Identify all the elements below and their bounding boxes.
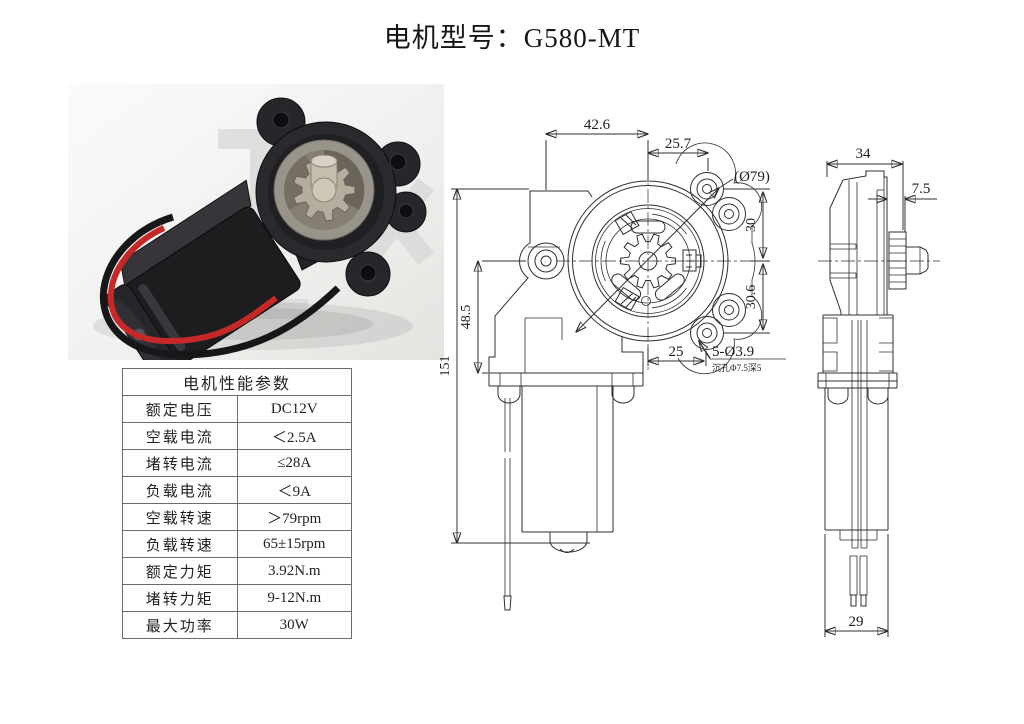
spec-table: 电机性能参数 额定电压 DC12V 空载电流 ＜2.5A 堵转电流 ≤28A 负… <box>122 368 352 639</box>
lead-wire-front <box>503 398 512 611</box>
side-view-drawing: 34 7.5 29 <box>817 146 940 637</box>
motor-wires <box>99 213 341 359</box>
spec-row: 空载电流 ＜2.5A <box>122 422 352 450</box>
spec-label: 堵转力矩 <box>122 584 238 612</box>
spec-label: 负载电流 <box>122 476 238 504</box>
spec-label: 最大功率 <box>122 611 238 639</box>
spec-table-title: 电机性能参数 <box>122 368 352 396</box>
dim-bottom-label: 25 <box>669 344 684 360</box>
spec-label: 空载电流 <box>122 422 238 450</box>
dim-width-top-label: 42.6 <box>584 117 611 133</box>
product-photo <box>68 84 444 360</box>
gearbox <box>255 97 427 297</box>
side-dimension-lines <box>825 164 937 631</box>
dim-holes-label: 5-Ø3.9 <box>712 344 754 360</box>
spec-value: ≤28A <box>236 449 352 477</box>
output-shaft <box>888 231 929 290</box>
spec-row: 堵转电流 ≤28A <box>122 449 352 477</box>
dim-upper-right-label: 30 <box>744 218 759 232</box>
dim-total-height-label: 151 <box>438 356 453 377</box>
spec-row: 负载电流 ＜9A <box>122 476 352 504</box>
spec-row: 负载转速 65±15rpm <box>122 530 352 558</box>
page-title: 电机型号：G580-MT <box>383 23 641 53</box>
side-dim-width-top-label: 34 <box>856 146 872 162</box>
spec-value: ＞79rpm <box>236 503 352 531</box>
spec-value: 30W <box>236 611 352 639</box>
side-dim-width-bottom-label: 29 <box>849 614 864 630</box>
connector-right <box>682 249 702 272</box>
dim-lower-right-label: 30.6 <box>744 285 759 310</box>
technical-drawing: 42.6 25.7 (Ø79) 30 30.6 25 5-Ø3.9 沉孔Φ7.5… <box>438 117 940 637</box>
spec-value: 65±15rpm <box>236 530 352 558</box>
spec-value: ＜2.5A <box>236 422 352 450</box>
front-extension-lines <box>451 140 770 544</box>
spec-row: 堵转力矩 9-12N.m <box>122 584 352 612</box>
red-wire <box>107 225 278 345</box>
spec-value: 3.92N.m <box>236 557 352 585</box>
spec-value: DC12V <box>236 395 352 423</box>
spec-label: 额定电压 <box>122 395 238 423</box>
dim-offset-top-label: 25.7 <box>665 136 692 152</box>
spec-row: 空载转速 ＞79rpm <box>122 503 352 531</box>
dim-bolt-circle-label: (Ø79) <box>734 169 770 185</box>
spec-label: 负载转速 <box>122 530 238 558</box>
dim-bracket-height-label: 48.5 <box>459 305 474 330</box>
spec-value: 9-12N.m <box>236 584 352 612</box>
dim-holes-note-label: 沉孔Φ7.5深5 <box>712 363 762 373</box>
gearbox-ear-holes <box>272 111 414 282</box>
front-view-drawing: 42.6 25.7 (Ø79) 30 30.6 25 5-Ø3.9 沉孔Φ7.5… <box>438 117 786 611</box>
side-dim-shaft-offset-label: 7.5 <box>912 181 931 197</box>
spec-value: ＜9A <box>236 476 352 504</box>
lead-wires-side <box>849 320 868 607</box>
front-dimension-lines <box>457 134 786 543</box>
black-wire <box>99 213 341 359</box>
spec-label: 额定力矩 <box>122 557 238 585</box>
spec-row: 最大功率 30W <box>122 611 352 639</box>
spec-header-row: 电机性能参数 <box>122 368 352 396</box>
spec-row: 额定电压 DC12V <box>122 395 352 423</box>
spec-row: 额定力矩 3.92N.m <box>122 557 352 585</box>
spec-label: 堵转电流 <box>122 449 238 477</box>
spec-label: 空载转速 <box>122 503 238 531</box>
spec-table-body: 额定电压 DC12V 空载电流 ＜2.5A 堵转电流 ≤28A 负载电流 ＜9A… <box>122 395 352 639</box>
